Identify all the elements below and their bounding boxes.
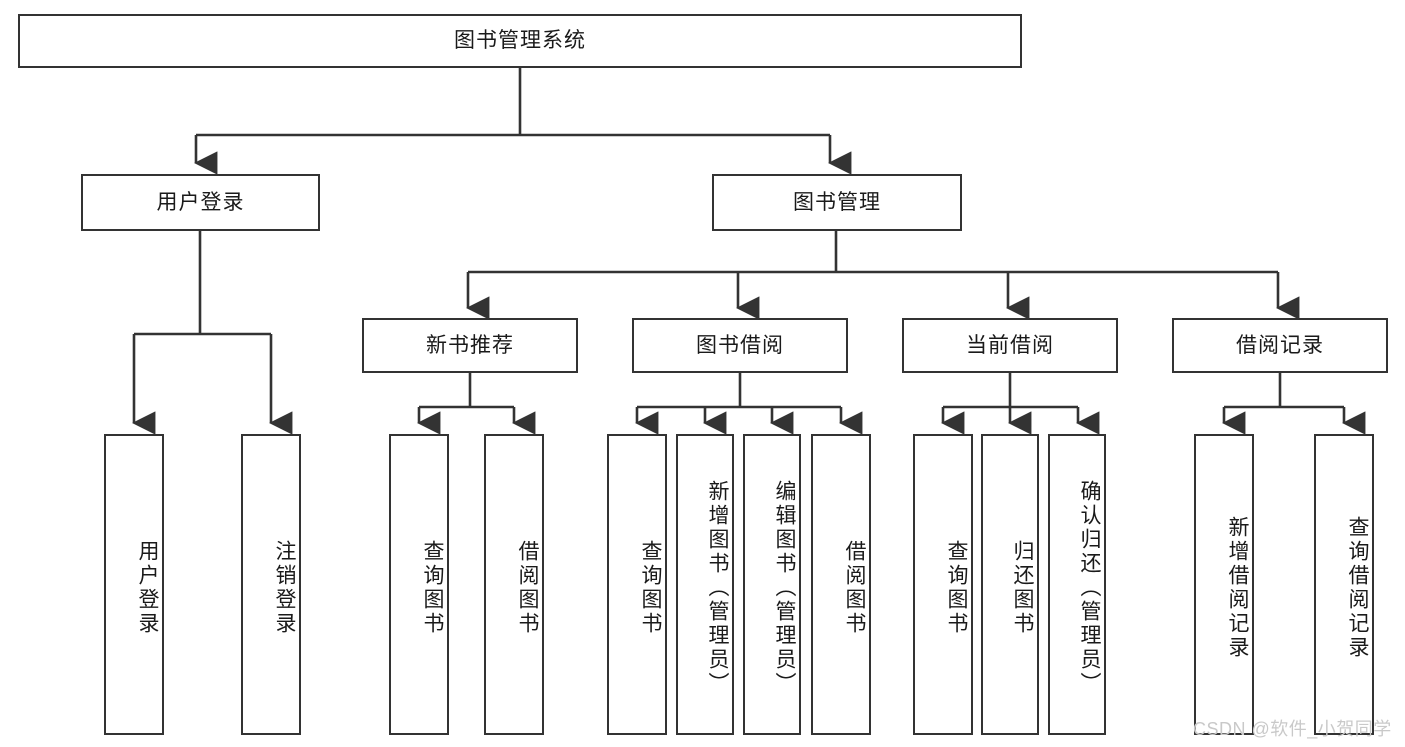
node-leaf-logout[interactable]: 注销登录 bbox=[241, 434, 301, 735]
node-leaf-add-record[interactable]: 新增借阅记录 bbox=[1194, 434, 1254, 735]
node-label: 查询图书 bbox=[945, 539, 968, 636]
node-leaf-query-book-1[interactable]: 查询图书 bbox=[389, 434, 449, 735]
node-label: 新书推荐 bbox=[426, 333, 514, 357]
node-label: 借阅记录 bbox=[1236, 333, 1324, 357]
node-user-login[interactable]: 用户登录 bbox=[81, 174, 320, 231]
node-label: 新增借阅记录 bbox=[1226, 515, 1249, 660]
node-leaf-edit-book[interactable]: 编辑图书（管理员） bbox=[743, 434, 801, 735]
node-borrow-record[interactable]: 借阅记录 bbox=[1172, 318, 1388, 373]
node-leaf-query-record[interactable]: 查询借阅记录 bbox=[1314, 434, 1374, 735]
node-label: 注销登录 bbox=[273, 539, 296, 636]
node-leaf-return-book[interactable]: 归还图书 bbox=[981, 434, 1039, 735]
node-label: 用户登录 bbox=[136, 539, 159, 636]
node-leaf-query-book-3[interactable]: 查询图书 bbox=[913, 434, 973, 735]
node-label: 图书管理系统 bbox=[454, 29, 586, 53]
node-new-book-recommend[interactable]: 新书推荐 bbox=[362, 318, 578, 373]
node-label: 图书管理 bbox=[793, 190, 881, 214]
node-book-management-system[interactable]: 图书管理系统 bbox=[18, 14, 1022, 68]
node-leaf-add-book[interactable]: 新增图书（管理员） bbox=[676, 434, 734, 735]
node-book-borrow[interactable]: 图书借阅 bbox=[632, 318, 848, 373]
node-label: 借阅图书 bbox=[516, 539, 539, 636]
node-label: 确认归还（管理员） bbox=[1078, 479, 1101, 696]
node-label: 查询图书 bbox=[639, 539, 662, 636]
node-leaf-borrow-book-1[interactable]: 借阅图书 bbox=[484, 434, 544, 735]
node-book-management[interactable]: 图书管理 bbox=[712, 174, 962, 231]
node-leaf-borrow-book-2[interactable]: 借阅图书 bbox=[811, 434, 871, 735]
node-current-borrow[interactable]: 当前借阅 bbox=[902, 318, 1118, 373]
node-label: 用户登录 bbox=[156, 190, 245, 214]
node-leaf-query-book-2[interactable]: 查询图书 bbox=[607, 434, 667, 735]
node-label: 归还图书 bbox=[1011, 539, 1034, 636]
node-label: 编辑图书（管理员） bbox=[773, 479, 796, 696]
node-leaf-confirm-return[interactable]: 确认归还（管理员） bbox=[1048, 434, 1106, 735]
node-leaf-user-login[interactable]: 用户登录 bbox=[104, 434, 164, 735]
node-label: 新增图书（管理员） bbox=[706, 479, 729, 696]
node-label: 查询图书 bbox=[421, 539, 444, 636]
node-label: 图书借阅 bbox=[696, 333, 784, 357]
node-label: 查询借阅记录 bbox=[1346, 515, 1369, 660]
node-label: 借阅图书 bbox=[843, 539, 866, 636]
node-label: 当前借阅 bbox=[966, 333, 1054, 357]
watermark-credit: CSDN @软件_小贺同学 bbox=[1193, 719, 1392, 739]
